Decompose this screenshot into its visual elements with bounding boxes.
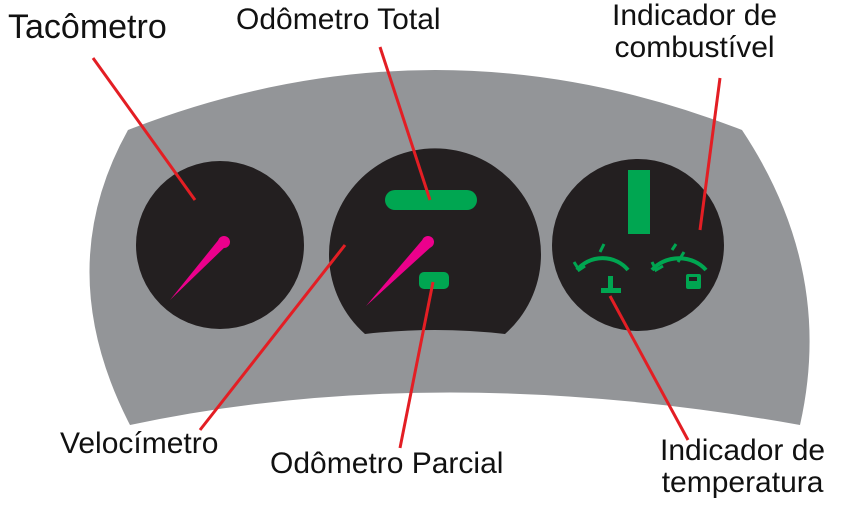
leader-line-combustivel bbox=[698, 77, 722, 231]
leader-line-velocimetro bbox=[198, 244, 347, 431]
speedometer-needle bbox=[366, 238, 432, 306]
label-odometro-total: Odômetro Total bbox=[236, 4, 441, 36]
label-indicador-temperatura-line1: Indicador de bbox=[660, 434, 826, 467]
label-indicador-temperatura: Indicador de temperatura bbox=[660, 435, 825, 498]
tachometer-gauge bbox=[136, 161, 304, 329]
label-odometro-total-text: Odômetro Total bbox=[236, 3, 441, 36]
speedometer-gauge bbox=[329, 148, 541, 334]
odometer-partial-display bbox=[419, 272, 449, 289]
label-tacometro: Tacômetro bbox=[8, 8, 167, 46]
leader-line-odometro-parcial bbox=[398, 281, 435, 449]
label-indicador-combustivel: Indicador de combustível bbox=[612, 0, 777, 63]
label-indicador-combustivel-line2: combustível bbox=[614, 30, 775, 64]
leader-line-temperatura bbox=[608, 295, 690, 441]
label-velocimetro-text: Velocímetro bbox=[60, 427, 219, 460]
odometer-total-display bbox=[385, 190, 477, 210]
label-odometro-parcial-text: Odômetro Parcial bbox=[270, 447, 504, 480]
fuel-temperature-gauge bbox=[552, 159, 724, 331]
label-odometro-parcial: Odômetro Parcial bbox=[270, 448, 503, 480]
leader-lines bbox=[91, 46, 722, 449]
fuel-level-bar bbox=[628, 170, 650, 234]
label-indicador-combustivel-line1: Indicador de bbox=[612, 0, 778, 32]
speedometer-needle-hub bbox=[422, 236, 434, 248]
label-velocimetro: Velocímetro bbox=[60, 428, 218, 460]
leader-line-tacometro bbox=[91, 57, 197, 201]
label-indicador-temperatura-line2: temperatura bbox=[661, 465, 824, 499]
label-tacometro-text: Tacômetro bbox=[8, 8, 167, 46]
tachometer-needle-hub bbox=[218, 236, 230, 248]
fuel-pump-icon bbox=[650, 243, 708, 289]
leader-line-odometro-total bbox=[378, 46, 432, 201]
tachometer-needle bbox=[170, 238, 227, 300]
thermometer-icon bbox=[572, 243, 630, 293]
fuel-temperature-face bbox=[552, 159, 724, 331]
